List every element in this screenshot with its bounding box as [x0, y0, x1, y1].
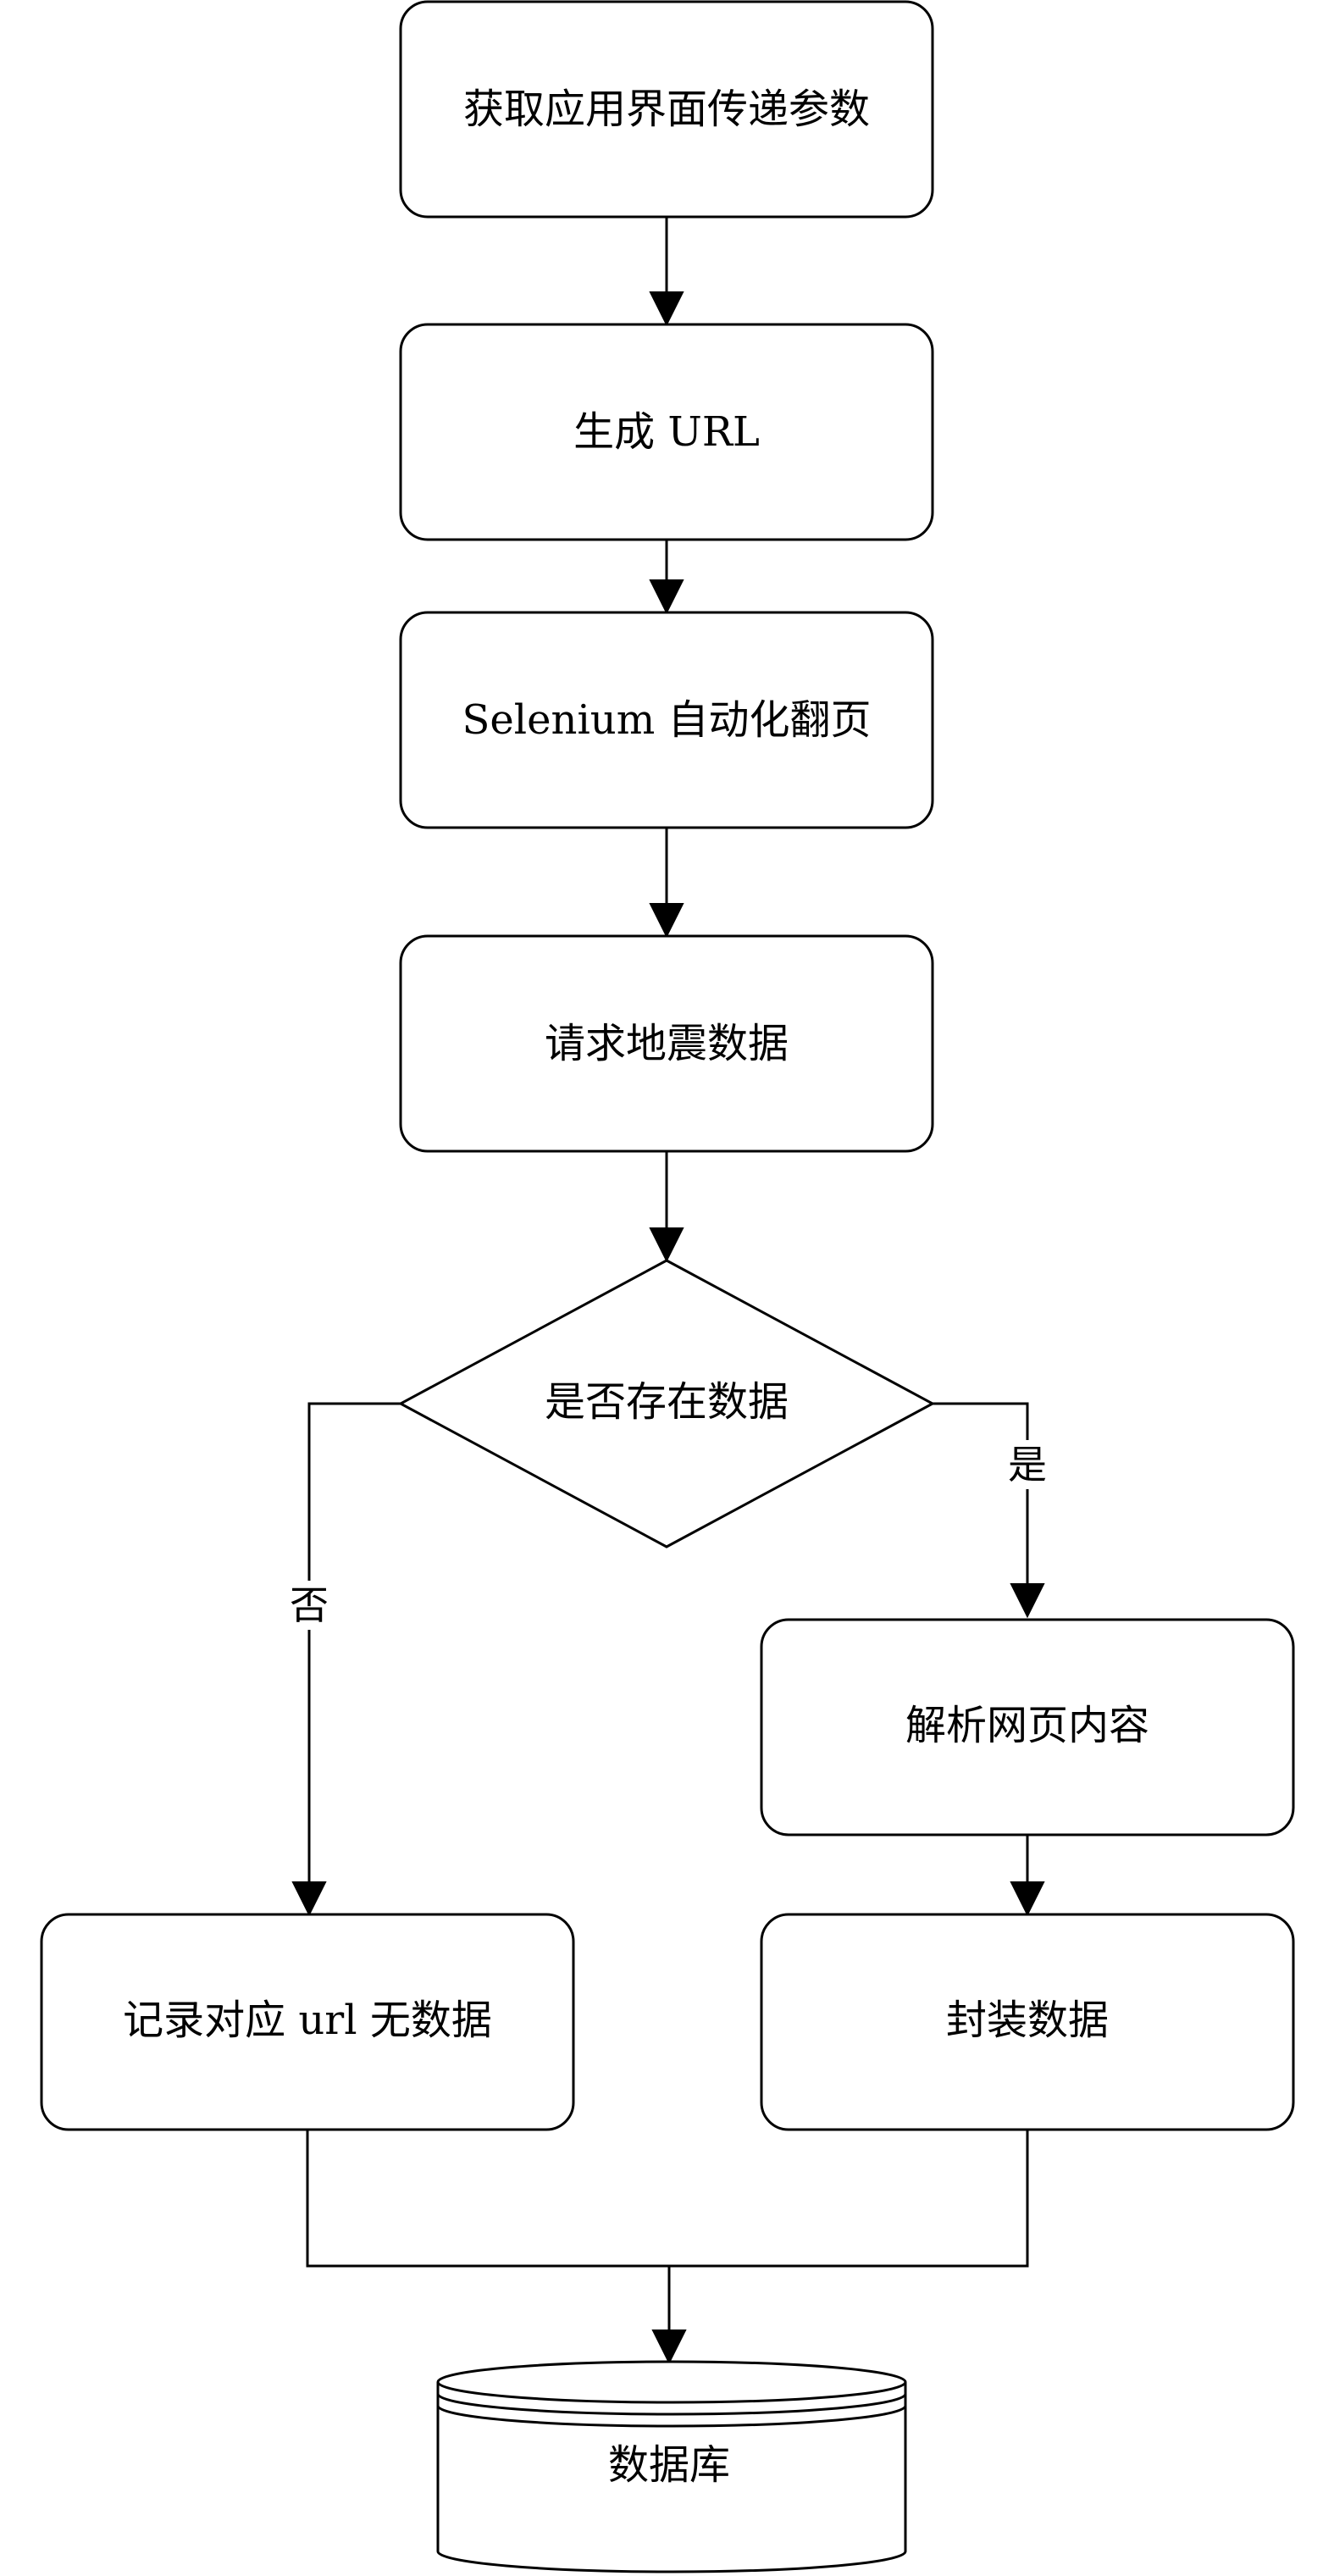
- node-label-parse-page: 解析网页内容: [905, 1702, 1149, 1749]
- connectors: [291, 217, 1045, 2365]
- node-parse-page: 解析网页内容: [760, 1618, 1295, 1836]
- process-box: [760, 1913, 1295, 2131]
- edge-merge: [306, 2130, 1029, 2268]
- node-label-package-data: 封装数据: [946, 1997, 1109, 2044]
- process-box: [399, 611, 934, 829]
- node-has-data: 是否存在数据: [397, 1259, 936, 1548]
- arrowhead-record-no-data: [291, 1881, 327, 1917]
- node-request-data: 请求地震数据: [399, 934, 934, 1153]
- node-package-data: 封装数据: [760, 1913, 1295, 2131]
- edge-decision-no: [307, 1402, 401, 1891]
- edge-label-no: 否: [290, 1582, 329, 1628]
- node-selenium-paging: Selenium 自动化翻页: [399, 611, 934, 829]
- database-cylinder-body: [436, 2360, 907, 2573]
- node-label-gen-url: 生成 URL: [573, 408, 760, 456]
- process-box: [40, 1913, 575, 2131]
- arrowhead-package-data: [1010, 1881, 1045, 1917]
- node-label-request-data: 请求地震数据: [545, 1020, 789, 1067]
- arrowhead-request: [649, 903, 684, 939]
- process-box: [399, 0, 934, 219]
- decision-diamond: [397, 1259, 936, 1548]
- node-gen-url: 生成 URL: [399, 323, 934, 541]
- arrowhead-selenium: [649, 579, 684, 615]
- process-box: [399, 934, 934, 1153]
- edge-label-no-group: 否: [284, 1581, 335, 1630]
- arrowhead-gen-url: [649, 291, 684, 327]
- node-get-params: 获取应用界面传递参数: [399, 0, 934, 219]
- node-label-database: 数据库: [608, 2441, 730, 2489]
- edge-label-yes-bg: [1002, 1440, 1053, 1489]
- edge-decision-yes: [933, 1402, 1029, 1593]
- node-database: 数据库: [436, 2360, 907, 2573]
- edge-label-no-bg: [284, 1581, 335, 1630]
- process-box: [399, 323, 934, 541]
- edge-label-yes: 是: [1008, 1442, 1047, 1487]
- node-label-has-data: 是否存在数据: [545, 1378, 789, 1426]
- database-ring-2: [436, 2405, 907, 2428]
- database-ring-1: [436, 2393, 907, 2416]
- node-label-selenium-paging: Selenium 自动化翻页: [462, 696, 871, 744]
- node-label-get-params: 获取应用界面传递参数: [463, 86, 870, 133]
- arrowhead-database: [651, 2329, 687, 2365]
- arrowhead-decision: [649, 1227, 684, 1263]
- arrowhead-parse-page: [1010, 1583, 1045, 1619]
- edge-label-yes-group: 是: [1002, 1440, 1053, 1489]
- node-label-record-no-data: 记录对应 url 无数据: [123, 1997, 492, 2044]
- database-top-arc: [436, 2381, 907, 2404]
- process-box: [760, 1618, 1295, 1836]
- node-record-no-data: 记录对应 url 无数据: [40, 1913, 575, 2131]
